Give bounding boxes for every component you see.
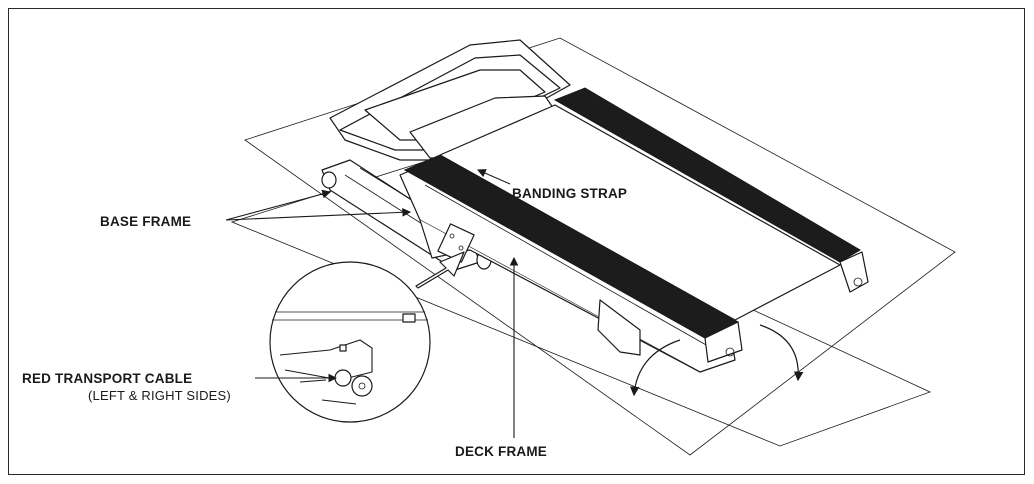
motor-hood — [329, 39, 571, 161]
zoom-pointer-arrow — [415, 251, 465, 289]
banding-strap-label: BANDING STRAP — [512, 186, 627, 201]
right-side-rail-strap — [553, 87, 861, 263]
red-transport-cable-label: RED TRANSPORT CABLE — [22, 371, 192, 386]
rotation-arrows — [629, 324, 804, 397]
base-frame-label: BASE FRAME — [100, 214, 191, 229]
figure-border — [8, 8, 1025, 475]
detail-magnifier — [269, 261, 431, 423]
sides-note-label: (LEFT & RIGHT SIDES) — [88, 388, 231, 403]
deck-frame-label: DECK FRAME — [455, 444, 547, 459]
callout-leaders — [225, 169, 519, 438]
transport-cable-bracket — [437, 223, 475, 263]
rear-end-caps — [704, 251, 869, 363]
